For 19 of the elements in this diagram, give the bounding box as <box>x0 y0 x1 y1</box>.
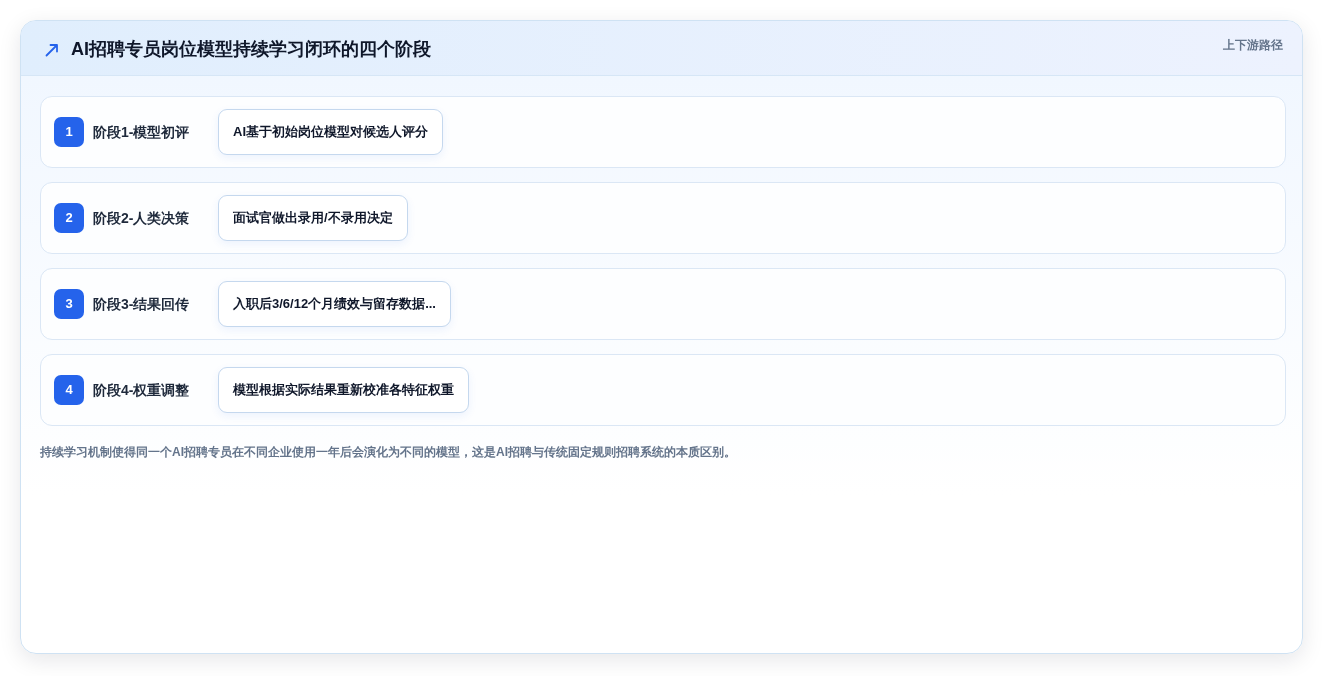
diagram-title: AI招聘专员岗位模型持续学习闭环的四个阶段 <box>71 38 431 61</box>
stage-description-card: 模型根据实际结果重新校准各特征权重 <box>218 367 469 413</box>
step-number-badge: 3 <box>54 289 84 319</box>
stage-label: 阶段2-人类决策 <box>93 209 190 227</box>
step-number-badge: 1 <box>54 117 84 147</box>
stage-row <box>40 268 1286 340</box>
stage-description-card: 入职后3/6/12个月绩效与留存数据... <box>218 281 451 327</box>
stage-description-card: AI基于初始岗位模型对候选人评分 <box>218 109 443 155</box>
stage-row <box>40 182 1286 254</box>
stage-row <box>40 96 1286 168</box>
step-number-badge: 2 <box>54 203 84 233</box>
header-note: 上下游路径 <box>1223 37 1283 53</box>
caption-text: 持续学习机制使得同一个AI招聘专员在不同企业使用一年后会演化为不同的模型，这是AI招聘与传统固定规则招聘系统的本质区别。 <box>40 444 736 460</box>
stage-label: 阶段4-权重调整 <box>93 381 190 399</box>
step-number-badge: 4 <box>54 375 84 405</box>
stage-label: 阶段3-结果回传 <box>93 295 190 313</box>
stage-row <box>40 354 1286 426</box>
stage-description-card: 面试官做出录用/不录用决定 <box>218 195 408 241</box>
stage-label: 阶段1-模型初评 <box>93 123 190 141</box>
